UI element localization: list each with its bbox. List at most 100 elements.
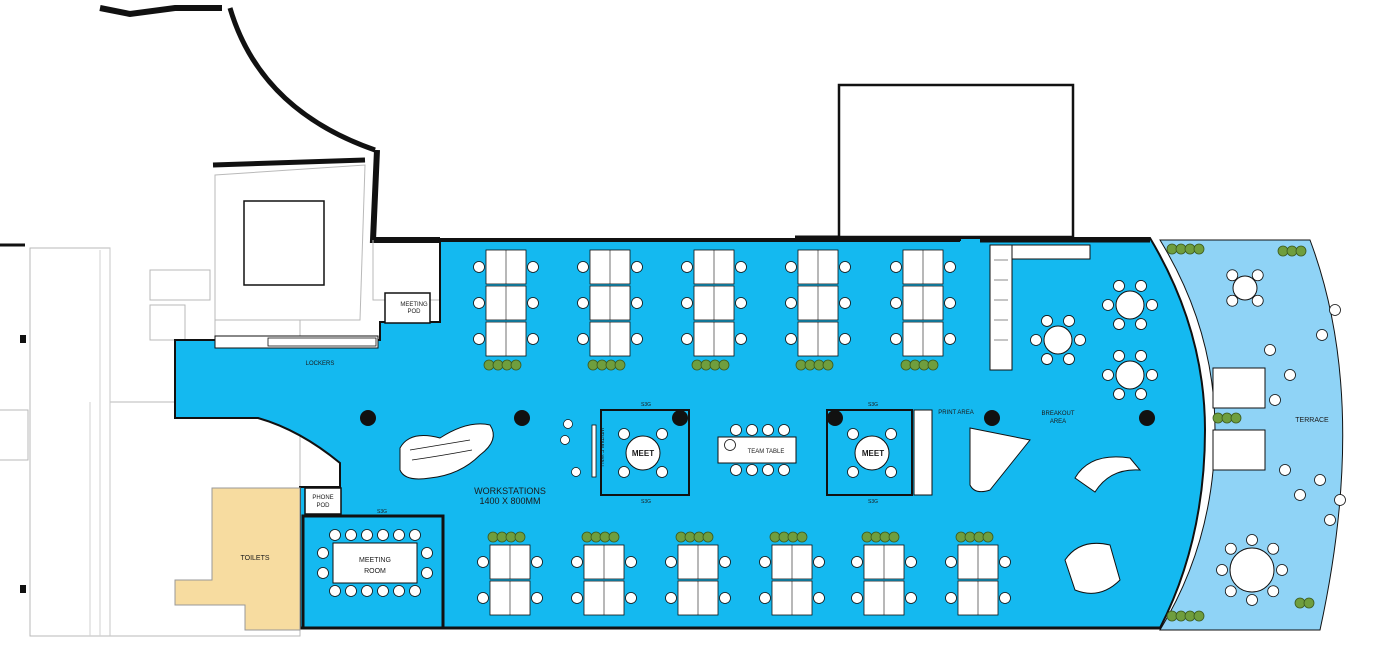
plant — [1175, 243, 1187, 255]
chair — [890, 297, 902, 309]
team-table: TEAM TABLE — [717, 424, 797, 476]
chair — [999, 556, 1011, 568]
print-area-label: PRINT AREA — [938, 410, 974, 416]
chair — [1135, 280, 1147, 292]
chair — [730, 424, 742, 436]
workstation-cluster-bottom — [665, 544, 731, 616]
chair — [345, 585, 357, 597]
plant — [614, 359, 626, 371]
plant — [879, 531, 891, 543]
chair — [317, 567, 329, 579]
chair — [1135, 318, 1147, 330]
plant — [501, 359, 513, 371]
plant — [861, 531, 873, 543]
chair — [1246, 594, 1258, 606]
chair — [1329, 304, 1341, 316]
plant — [700, 359, 712, 371]
terrace-sofa — [1212, 429, 1266, 471]
chair — [746, 424, 758, 436]
chair — [1279, 464, 1291, 476]
terrace: TERRACE — [1159, 239, 1346, 631]
meeting-pod-label-1: MEETING — [400, 302, 428, 308]
plant — [1175, 610, 1187, 622]
meet-1-label: MEET — [632, 449, 654, 458]
plant — [1166, 610, 1178, 622]
workstation-cluster-top — [785, 249, 851, 357]
chair — [944, 297, 956, 309]
chair — [473, 261, 485, 273]
chair — [759, 556, 771, 568]
chair — [531, 556, 543, 568]
chair — [361, 585, 373, 597]
chair — [839, 333, 851, 345]
structural-columns — [360, 410, 1155, 426]
chair — [885, 466, 897, 478]
chair — [1334, 494, 1346, 506]
planters — [483, 243, 1315, 622]
workstation-cluster-bottom — [851, 544, 917, 616]
toilets-label: TOILETS — [240, 555, 269, 562]
plant — [973, 531, 985, 543]
round-table — [1115, 290, 1145, 320]
chair — [656, 428, 668, 440]
chair — [421, 567, 433, 579]
breakout-label-2: AREA — [1050, 419, 1066, 425]
plant — [1193, 243, 1205, 255]
chair — [681, 333, 693, 345]
chair — [618, 466, 630, 478]
workstation-cluster-bottom — [477, 544, 543, 616]
chair — [813, 592, 825, 604]
plant — [709, 359, 721, 371]
plant — [918, 359, 930, 371]
chair — [1146, 369, 1158, 381]
plant — [587, 359, 599, 371]
chair — [345, 529, 357, 541]
reception-sofa — [399, 423, 494, 480]
plant — [693, 531, 705, 543]
plant — [487, 531, 499, 543]
phone-pod-label-1: PHONE — [312, 495, 333, 501]
meeting-room: MEETING ROOM S3G — [301, 509, 445, 630]
chair — [1041, 353, 1053, 365]
chair — [1276, 564, 1288, 576]
chair — [409, 585, 421, 597]
plant — [718, 359, 730, 371]
plant — [599, 531, 611, 543]
chair — [409, 529, 421, 541]
phone-pod: PHONE POD — [304, 487, 342, 515]
chair — [631, 333, 643, 345]
plant — [982, 531, 994, 543]
chair — [577, 297, 589, 309]
plant — [822, 359, 834, 371]
chair — [724, 439, 736, 451]
workstations-label-2: 1400 X 800MM — [479, 496, 540, 506]
chair — [778, 424, 790, 436]
chair — [1314, 474, 1326, 486]
plant — [927, 359, 939, 371]
meeting-room-s3g: S3G — [377, 509, 387, 515]
plant — [605, 359, 617, 371]
breakout-label-1: BREAKOUT — [1041, 411, 1074, 417]
plant — [675, 531, 687, 543]
meeting-room-label-1: MEETING — [359, 557, 391, 564]
chair — [785, 261, 797, 273]
plant — [813, 359, 825, 371]
chair — [317, 547, 329, 559]
print-area: PRINT AREA — [913, 409, 1031, 496]
chair — [1251, 294, 1264, 307]
chair — [625, 592, 637, 604]
chair — [681, 261, 693, 273]
chair — [1216, 564, 1228, 576]
chair — [571, 592, 583, 604]
plant — [608, 531, 620, 543]
chair — [571, 556, 583, 568]
chair — [762, 424, 774, 436]
chair — [527, 333, 539, 345]
breakout-area: BREAKOUT AREA — [1030, 280, 1158, 594]
chair — [393, 529, 405, 541]
chair — [944, 261, 956, 273]
plant — [787, 531, 799, 543]
chair — [945, 592, 957, 604]
meet-2-s3g-top: S3G — [868, 402, 878, 408]
plant — [496, 531, 508, 543]
